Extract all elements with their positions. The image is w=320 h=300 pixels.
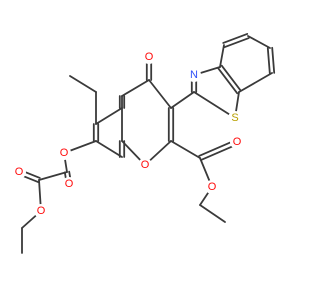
oxalate-oxygen-3-label: O — [37, 205, 46, 217]
ester-ethyl-bond-2 — [199, 204, 226, 223]
atom-oxalate-oxygen-2: O — [62, 177, 76, 191]
c3-c4-bond — [148, 79, 172, 109]
atom-ether-oxygen: O — [57, 146, 71, 160]
bond-lines — [17, 33, 276, 254]
ester-single-oxygen-label: O — [208, 181, 217, 193]
thiazole-sulfur-label: S — [231, 112, 238, 124]
atom-labels: O N S O O O O O — [12, 50, 244, 218]
oxalate-oxygen-2-label: O — [65, 178, 74, 190]
benzo-bond-2-a — [223, 37, 250, 48]
atom-oxalate-oxygen-3: O — [34, 204, 48, 218]
atom-pyran-oxygen: O — [138, 158, 152, 172]
c3-benzothiazole-bond — [170, 91, 195, 109]
molecule-structure-diagram: O N S O O O O O — [12, 33, 276, 254]
oxalyl-cc-bond — [38, 171, 68, 181]
pyran-oxygen-label: O — [141, 159, 150, 171]
c5-c6-bond — [95, 107, 123, 125]
c4-c4a-bond — [121, 79, 150, 97]
benzo-bond-4-b — [271, 46, 276, 74]
ring-carbonyl-oxygen-label: O — [145, 51, 154, 63]
thiazole-nitrogen-label: N — [190, 69, 198, 81]
benzo-bond-4-a — [266, 47, 271, 75]
atom-thiazole-nitrogen: N — [187, 68, 201, 82]
oxalate-oxygen-1-label: O — [15, 166, 24, 178]
benzo-bond-2-b — [222, 33, 249, 44]
atom-oxalate-oxygen-1: O — [12, 165, 26, 179]
benzo-bond-1 — [219, 44, 225, 68]
ester-carbonyl-bond-a — [199, 143, 239, 161]
ester-double-oxygen-label: O — [233, 136, 242, 148]
ether-oxygen-label: O — [60, 147, 69, 159]
benzo-bond-5 — [238, 72, 273, 93]
thiazole-c3a-c7a-bond-a — [217, 67, 239, 95]
atom-ring-carbonyl-oxygen: O — [142, 50, 156, 64]
c7-c8-bond — [95, 140, 123, 158]
thiazole-s-c2-bond — [193, 91, 236, 119]
atom-ester-single-oxygen: O — [205, 180, 219, 194]
ethyl-bond-2 — [69, 75, 97, 93]
atom-thiazole-sulfur: S — [228, 111, 242, 125]
benzo-bond-3 — [247, 35, 271, 49]
ester-carbonyl-bond-b — [198, 139, 238, 157]
thiazole-c3a-c7a-bond-b — [220, 64, 242, 92]
c2-ester-bond — [170, 140, 201, 159]
atom-ester-double-oxygen: O — [230, 135, 244, 149]
